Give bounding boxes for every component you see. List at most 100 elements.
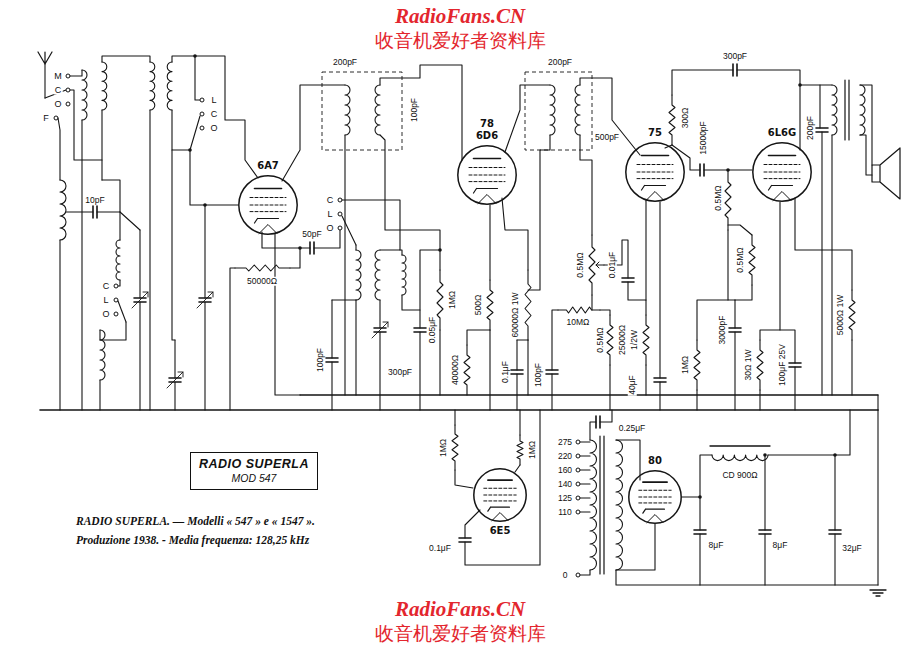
tube-grid (639, 497, 671, 498)
wire (379, 332, 380, 410)
capacitor-symbol (789, 363, 801, 367)
wire (600, 310, 610, 315)
coil-symbol (100, 330, 105, 380)
component-value: 1MΩ (681, 355, 690, 375)
wire (590, 422, 596, 440)
choke-core (710, 445, 770, 446)
wire (834, 455, 835, 530)
tube-grid (764, 178, 800, 179)
wire (331, 300, 332, 358)
coil-symbol (832, 85, 837, 135)
wire (455, 470, 473, 488)
tube-plate (769, 155, 796, 157)
wire (528, 135, 550, 290)
component-value: 100pF (316, 347, 325, 373)
wire (591, 295, 592, 310)
wire (659, 202, 660, 378)
wire (174, 340, 175, 378)
component-value: 32μF (841, 544, 863, 553)
component-value: 0.1μF (428, 544, 452, 553)
wire (616, 440, 640, 480)
wire (764, 455, 765, 530)
transformer-core (845, 80, 849, 140)
watermark: 收音机爱好者资料库 (374, 28, 547, 54)
coil-symbol (345, 85, 350, 135)
wire (519, 410, 520, 435)
wire (149, 110, 150, 410)
voltage-tap: 160 (557, 466, 573, 475)
wire (580, 483, 590, 484)
resistor-symbol (487, 280, 493, 330)
tube-plate (255, 188, 282, 190)
wire (764, 534, 765, 585)
vacuum-tube: 6A7 (238, 175, 298, 235)
wire (580, 135, 592, 235)
tube-plate (642, 155, 669, 157)
wire (489, 205, 490, 280)
component-value: 8μF (708, 541, 725, 550)
resistor-symbol (749, 235, 755, 285)
wire (342, 200, 400, 250)
wire (505, 85, 550, 152)
tube-grid (250, 211, 286, 212)
vacuum-tube: 75 (625, 142, 685, 202)
switch-contact (576, 482, 580, 486)
tube-filament (492, 513, 508, 521)
component-value: 40μF (628, 374, 637, 396)
wire (600, 410, 612, 422)
component-value: 60000Ω 1W (511, 291, 520, 338)
switch-contact (200, 112, 204, 116)
tube-outline (239, 176, 297, 234)
switch-contact (114, 284, 118, 288)
wire (355, 300, 356, 395)
coil-symbol (82, 70, 87, 120)
capacitor-symbol (700, 164, 704, 176)
variable-capacitor-arrow (132, 292, 148, 308)
wire (190, 116, 200, 150)
component-value: 100pF (534, 362, 543, 388)
coil-symbol (550, 85, 555, 135)
wire (699, 497, 700, 530)
component-value: 0.01μF (608, 251, 617, 280)
switch-contact (54, 116, 58, 120)
tube-envelope (238, 175, 298, 235)
wire (342, 216, 356, 245)
tube-filament (478, 195, 496, 204)
tube-cathode (642, 186, 666, 191)
wire (120, 212, 140, 230)
component-value: 0.5MΩ (576, 251, 585, 278)
potentiometer-wiper (596, 262, 604, 268)
switch-position: C (326, 196, 335, 205)
capacitor-symbol (511, 370, 523, 374)
wire (139, 302, 140, 410)
capacitor-symbol (546, 370, 558, 374)
vacuum-tube: 6E5 (473, 468, 527, 522)
switch-contact (66, 88, 70, 92)
capacitor-symbol (694, 530, 706, 534)
shield-can (322, 72, 402, 150)
wire (204, 302, 205, 410)
junction-dot (193, 54, 197, 58)
tube-envelope (628, 470, 682, 524)
wire (760, 202, 780, 340)
wire (580, 441, 590, 442)
tube-label-holder: 786D6 (475, 118, 499, 142)
capacitor-symbol (414, 328, 426, 332)
wire (819, 85, 820, 128)
caption-line: Produzione 1938. - Media frequenza: 128,… (75, 534, 310, 546)
wire (502, 198, 528, 270)
junction-dot (438, 248, 442, 252)
tube-grid (484, 488, 516, 489)
tube-type: 6A7 (256, 160, 280, 172)
tube-type: 78 (475, 118, 499, 130)
tube-type: 6E5 (489, 525, 512, 537)
component-value: 50pF (301, 230, 322, 239)
ground-symbol (870, 590, 886, 596)
wire (489, 330, 490, 410)
wire (230, 268, 235, 410)
antenna-symbol (38, 52, 52, 64)
wire (331, 362, 332, 410)
wire (616, 524, 655, 570)
